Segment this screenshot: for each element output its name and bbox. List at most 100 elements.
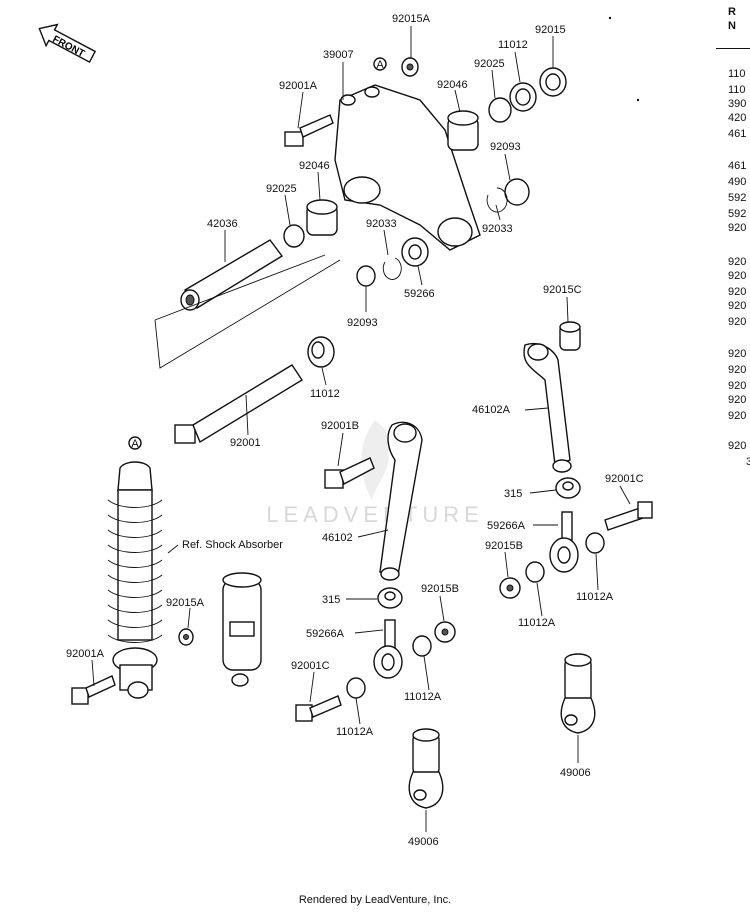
part-label-11012a: 11012A bbox=[404, 691, 442, 703]
bolt-92001c-mid bbox=[295, 695, 342, 722]
washer-11012a-mid2 bbox=[346, 677, 366, 699]
part-label-92001: 92001 bbox=[230, 437, 261, 449]
ref-panel-row: 420 bbox=[728, 112, 747, 124]
grouping-bracket bbox=[154, 259, 341, 369]
nut-92015b-right bbox=[499, 577, 521, 599]
part-label-92015a: 92015A bbox=[392, 13, 431, 25]
part-label-92001b: 92001B bbox=[321, 420, 359, 432]
ref-panel-row: 920 bbox=[728, 348, 747, 360]
part-label-46102a: 46102A bbox=[472, 404, 511, 416]
part-label-92001c: 92001C bbox=[605, 473, 644, 485]
washer-92093-right bbox=[504, 178, 530, 206]
washer-92093-mid bbox=[356, 265, 376, 287]
part-label-92025: 92025 bbox=[266, 183, 297, 195]
bearing-92046-left bbox=[306, 199, 338, 236]
washer-11012a-right1 bbox=[585, 532, 605, 554]
part-label-92093: 92093 bbox=[347, 317, 378, 329]
cap-92015c bbox=[559, 321, 581, 351]
part-label-92046: 92046 bbox=[437, 79, 468, 91]
part-label-11012a: 11012A bbox=[518, 617, 556, 629]
ref-panel-row: 920 bbox=[728, 222, 747, 234]
front-arrow-icon: FRONT bbox=[38, 23, 97, 64]
nut-92015a-top bbox=[401, 57, 419, 77]
svg-text:A: A bbox=[376, 59, 384, 71]
ref-panel-row: 920 bbox=[728, 286, 747, 298]
part-label-59266a: 59266A bbox=[306, 628, 345, 640]
ref-panel-row: 920 bbox=[728, 394, 747, 406]
bearing-92046-top bbox=[447, 110, 479, 151]
sleeve-42036 bbox=[180, 239, 284, 311]
bolt-92001c-right bbox=[604, 501, 653, 531]
ref-panel-header: N bbox=[728, 20, 736, 32]
tie-rod-49006-mid bbox=[408, 728, 444, 809]
link-46102 bbox=[379, 421, 423, 581]
ref-panel-row: 920 bbox=[728, 364, 747, 376]
circlip-92033-mid bbox=[382, 257, 402, 280]
part-label-42036: 42036 bbox=[207, 218, 238, 230]
part-label-92046: 92046 bbox=[299, 160, 330, 172]
part-label-92015b: 92015B bbox=[485, 540, 523, 552]
cap-92015-top bbox=[539, 67, 567, 97]
watermark-text: LEADVENTURE bbox=[266, 502, 484, 527]
part-label-315: 315 bbox=[322, 594, 340, 606]
rod-end-59266a-right bbox=[549, 511, 579, 573]
part-label-92015c: 92015C bbox=[543, 284, 582, 296]
part-label-39007: 39007 bbox=[323, 49, 354, 61]
part-label-59266: 59266 bbox=[404, 288, 435, 300]
svg-text:A: A bbox=[131, 438, 139, 450]
rocker-arm bbox=[334, 84, 481, 251]
ref-panel-row: 461 bbox=[728, 128, 747, 140]
ref-panel-row: 920 bbox=[728, 440, 747, 452]
part-label-92015a: 92015A bbox=[166, 597, 205, 609]
part-label-11012: 11012 bbox=[310, 388, 340, 400]
ref-shock-absorber-label: Ref. Shock Absorber bbox=[182, 539, 283, 551]
rod-end-59266a-mid bbox=[373, 619, 403, 679]
nut-315-mid bbox=[377, 587, 403, 609]
part-label-11012: 11012 bbox=[498, 39, 528, 51]
ref-a-circle-left: A bbox=[128, 436, 142, 450]
bolt-92001a-top bbox=[284, 114, 334, 147]
nut-92015b-mid bbox=[434, 621, 456, 643]
nut-92015a-left bbox=[178, 628, 194, 646]
part-label-46102: 46102 bbox=[322, 532, 353, 544]
part-label-92001c: 92001C bbox=[291, 660, 330, 672]
part-label-59266a: 59266A bbox=[487, 520, 526, 532]
part-label-92001a: 92001A bbox=[66, 648, 105, 660]
part-label-92025: 92025 bbox=[474, 58, 505, 70]
part-label-49006: 49006 bbox=[560, 767, 591, 779]
grouping-bracket bbox=[154, 254, 326, 321]
ref-panel-row: 490 bbox=[728, 176, 747, 188]
ref-panel-header: R bbox=[728, 6, 736, 18]
tie-rod-49006-right bbox=[560, 653, 596, 734]
link-46102a bbox=[523, 343, 572, 473]
ref-panel-row: 920 bbox=[728, 410, 747, 422]
ref-panel-row: 592 bbox=[728, 208, 747, 220]
shock-reservoir bbox=[222, 572, 262, 687]
ref-a-circle-top: A bbox=[373, 57, 387, 71]
ref-panel-row: 3 bbox=[746, 456, 750, 468]
shock-absorber: A bbox=[107, 436, 236, 737]
part-label-92015: 92015 bbox=[535, 24, 566, 36]
ref-panel-row: 920 bbox=[728, 380, 747, 392]
nut-315-right bbox=[555, 477, 581, 499]
part-label-92033: 92033 bbox=[366, 218, 397, 230]
bolt-92001 bbox=[174, 364, 303, 444]
ref-panel-row: 920 bbox=[728, 270, 747, 282]
ref-panel-row: 390 bbox=[728, 98, 747, 110]
ref-panel-row: 920 bbox=[728, 300, 747, 312]
leader-lines bbox=[91, 26, 631, 832]
circlip-92033-right bbox=[486, 187, 508, 213]
bolt-92001a-left bbox=[71, 675, 116, 705]
part-label-92033: 92033 bbox=[482, 223, 513, 235]
ref-panel-row: 592 bbox=[728, 192, 747, 204]
dot-mark bbox=[608, 16, 612, 20]
bearing-11012-top bbox=[509, 82, 537, 112]
ref-panel-row: 461 bbox=[728, 160, 747, 172]
dot-mark bbox=[636, 98, 640, 102]
bearing-11012-mid bbox=[307, 336, 335, 368]
part-label-315: 315 bbox=[504, 488, 522, 500]
part-label-11012a: 11012A bbox=[576, 591, 614, 603]
part-label-11012a: 11012A bbox=[336, 726, 374, 738]
ref-panel-row: 110 bbox=[728, 84, 746, 96]
